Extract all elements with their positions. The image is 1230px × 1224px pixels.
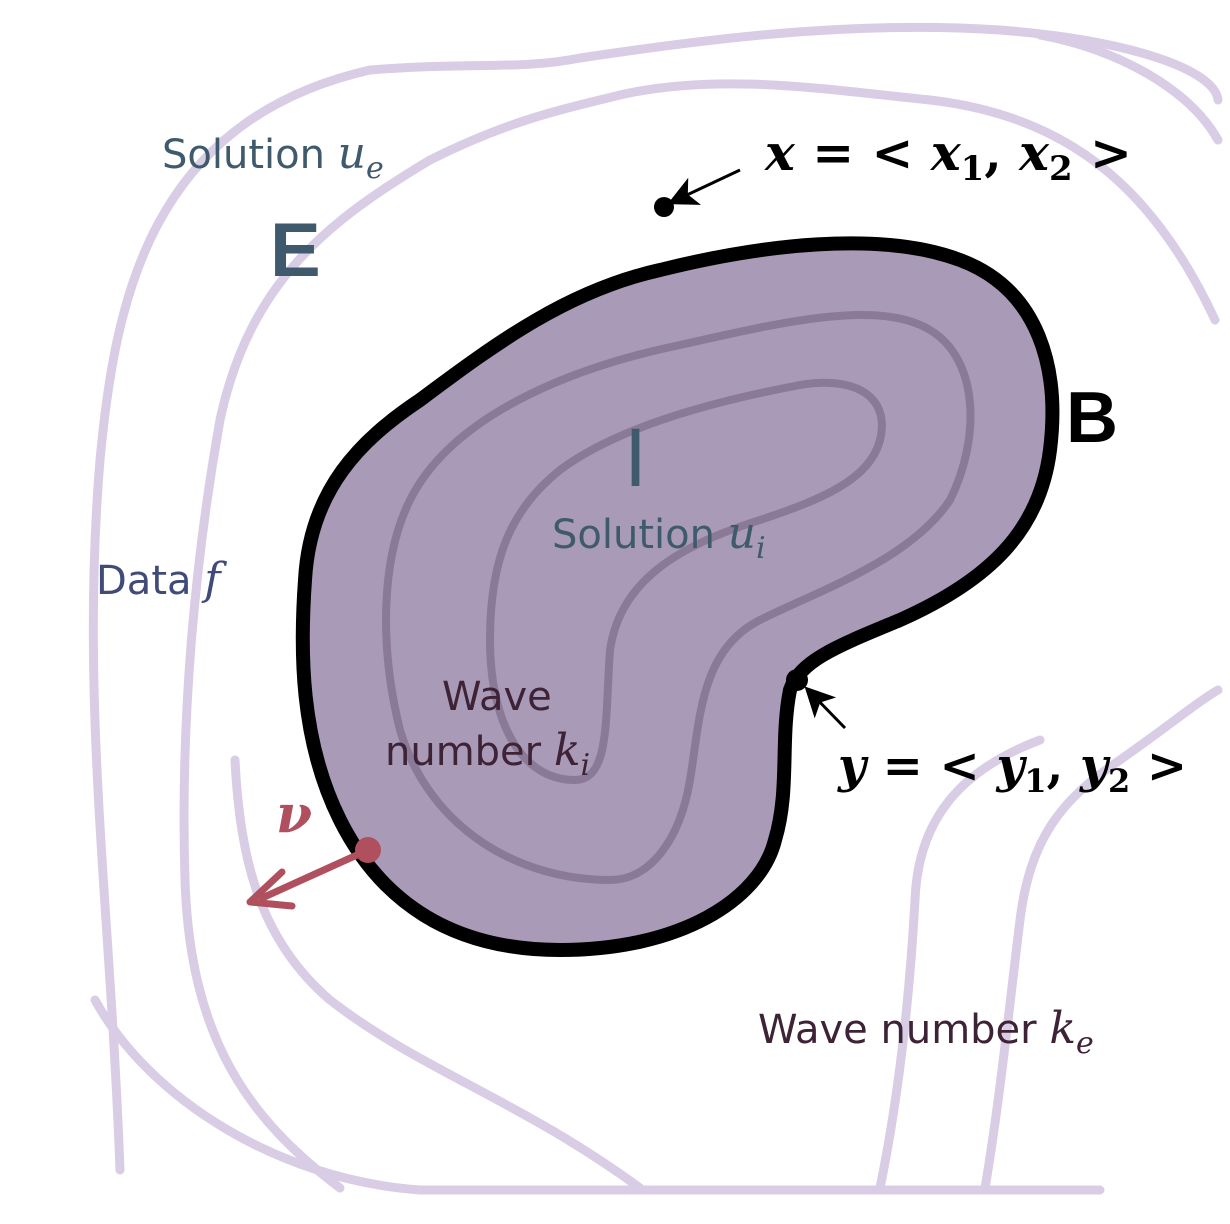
normal-vector-arrow-icon xyxy=(258,846,372,902)
exterior-contour-right-lower xyxy=(875,735,1045,1193)
region-i-label: I xyxy=(624,415,647,505)
normal-vector-arrowhead xyxy=(246,868,296,910)
interior-contours xyxy=(382,310,975,885)
region-b-label: B xyxy=(1066,378,1118,458)
exterior-contour-inner xyxy=(230,755,645,1193)
exterior-contour-outer xyxy=(88,22,1223,1175)
exterior-contour-bottom xyxy=(90,995,1105,1195)
wave-number-ki-line2: number ki xyxy=(385,725,590,783)
x-pointer-arrow-icon xyxy=(667,168,741,205)
normal-vector xyxy=(246,837,381,910)
exterior-contour-right xyxy=(980,685,1223,1193)
point-y-label: y = < y1, y2 > xyxy=(837,738,1187,800)
point-x-label: x = < x1, x2 > xyxy=(764,123,1132,189)
exterior-contour-middle xyxy=(179,79,1220,1193)
wave-number-ke-label: Wave number ke xyxy=(758,1003,1094,1061)
region-e-label: E xyxy=(270,208,321,293)
exterior-contour-top-right xyxy=(1035,30,1223,145)
exterior-contours xyxy=(88,22,1223,1195)
point-y-dot xyxy=(786,669,808,691)
solution-ui-label: Solution ui xyxy=(552,508,766,566)
point-x-marker xyxy=(654,168,741,217)
normal-nu-label: ν xyxy=(276,784,312,845)
point-y-marker xyxy=(786,669,847,730)
wave-number-ki-line1: Wave xyxy=(442,674,552,720)
data-f-label: Data f xyxy=(96,554,227,605)
normal-vector-base-point xyxy=(355,837,381,863)
point-x-dot xyxy=(654,197,674,217)
y-pointer-arrow-icon xyxy=(804,686,847,730)
interior-contour-inner xyxy=(485,378,886,785)
solution-ue-label: Solution ue xyxy=(162,128,384,186)
interior-contour-outer xyxy=(382,310,975,885)
